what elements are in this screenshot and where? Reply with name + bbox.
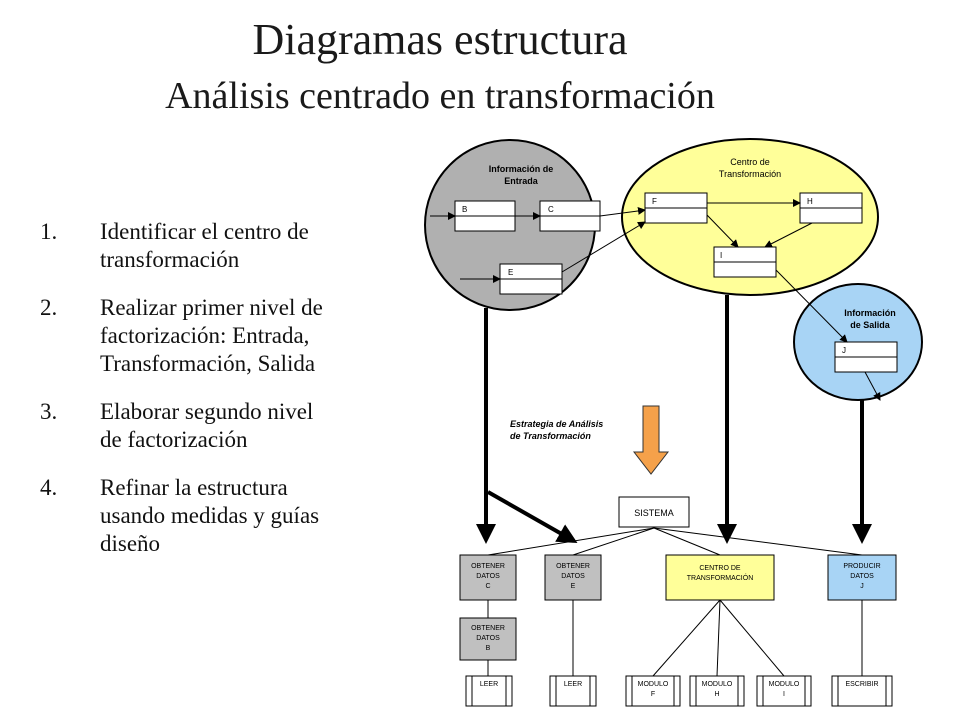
data-box-f: F [644,192,708,224]
connector-line [653,527,863,556]
leaf-label: ESCRIBIR [845,681,878,688]
step-number: 3. [40,399,58,424]
flow-arrow [764,222,813,248]
system-module: SISTEMA [618,496,690,528]
leaf-label: LEER [480,681,498,688]
data-box-label: J [842,346,846,355]
strategy-label: de Transformación [510,431,591,441]
transform-region [621,138,879,296]
factor-arrow [487,490,578,543]
module-label: OBTENER [556,563,590,570]
module-obtener-e: OBTENER DATOS E [544,554,602,601]
module-label: TRANSFORMACIÓN [687,573,754,582]
module-label: C [485,583,490,590]
strategy-label: Estrategia de Análisis [510,419,603,429]
data-box-j: J [834,341,898,373]
step-item: 3. Elaborar segundo nivel de factorizaci… [40,398,410,454]
slide-subtitle: Análisis centrado en transformación [165,75,715,117]
flow-arrow [599,206,646,217]
data-box-label: B [462,205,467,214]
leaf-modulo-f: MODULO F [625,675,681,707]
connector-line [572,527,655,556]
connector-line [487,527,655,556]
data-box-i: I [713,246,777,278]
step-line: transformación [100,247,240,272]
leaf-label: LEER [564,681,582,688]
connector-line [719,599,785,677]
leaf-modulo-i: MODULO I [756,675,812,707]
step-line: Refinar la estructura [100,475,288,500]
step-item: 1. Identificar el centro de transformaci… [40,218,410,274]
module-label: J [860,583,864,590]
step-line: Elaborar segundo nivel [100,399,314,424]
connector-line [652,599,721,677]
step-item: 2. Realizar primer nivel de factorizació… [40,294,410,378]
module-obtener-b: OBTENER DATOS B [459,617,517,661]
data-box-label: I [720,251,722,260]
input-region-label: Información de [489,164,554,174]
step-line: diseño [100,531,161,556]
leaf-label: MODULO [702,681,733,688]
leaf-escribir: ESCRIBIR [831,675,893,707]
flow-arrow [561,221,646,273]
input-region-label: Entrada [504,176,539,186]
module-label: B [486,645,491,652]
transform-region-label: Transformación [719,169,781,179]
leaf-leer-2: LEER [549,675,597,707]
step-line: Transformación, Salida [100,351,316,376]
step-number: 2. [40,295,58,320]
module-label: DATOS [476,573,500,580]
connector-line [716,599,721,677]
strategy-arrow-icon [632,405,670,475]
flow-arrow [864,371,881,401]
data-box-label: E [508,268,513,277]
system-module-label: SISTEMA [634,508,674,518]
data-box-label: C [548,205,554,214]
module-obtener-c: OBTENER DATOS C [459,554,517,601]
module-label: OBTENER [471,563,505,570]
module-label: OBTENER [471,625,505,632]
data-box-b: B [454,200,516,232]
data-box-e: E [499,263,563,295]
flow-arrow [706,214,739,248]
step-line: de factorización [100,427,248,452]
connector-line [653,527,721,556]
flow-arrow [775,269,848,343]
module-centro-transformacion: CENTRO DE TRANSFORMACIÓN [665,554,775,601]
output-region-label: Información [844,308,896,318]
leaf-label: MODULO [769,681,800,688]
slide-title: Diagramas estructura [252,15,628,64]
module-label: CENTRO DE [699,565,741,572]
module-label: DATOS [476,635,500,642]
step-line: Realizar primer nivel de [100,295,323,320]
transform-region-label: Centro de [730,157,770,167]
step-item: 4. Refinar la estructura usando medidas … [40,474,410,558]
step-line: Identificar el centro de [100,219,309,244]
steps-list: 1. Identificar el centro de transformaci… [40,218,410,578]
data-box-label: H [807,197,813,206]
step-number: 4. [40,475,58,500]
module-label: DATOS [561,573,585,580]
module-producir-j: PRODUCIR DATOS J [827,554,897,601]
leaf-label: F [651,691,655,698]
leaf-modulo-h: MODULO H [689,675,745,707]
step-line: factorización: Entrada, [100,323,310,348]
data-box-label: F [652,197,657,206]
leaf-label: H [714,691,719,698]
leaf-leer-1: LEER [465,675,513,707]
module-label: DATOS [850,573,874,580]
leaf-label: I [783,691,785,698]
module-label: PRODUCIR [843,563,880,570]
data-box-c: C [539,200,601,232]
output-region-label: de Salida [850,320,891,330]
step-line: usando medidas y guías [100,503,320,528]
leaf-label: MODULO [638,681,669,688]
module-label: E [571,583,576,590]
step-number: 1. [40,219,58,244]
data-box-h: H [799,192,863,224]
